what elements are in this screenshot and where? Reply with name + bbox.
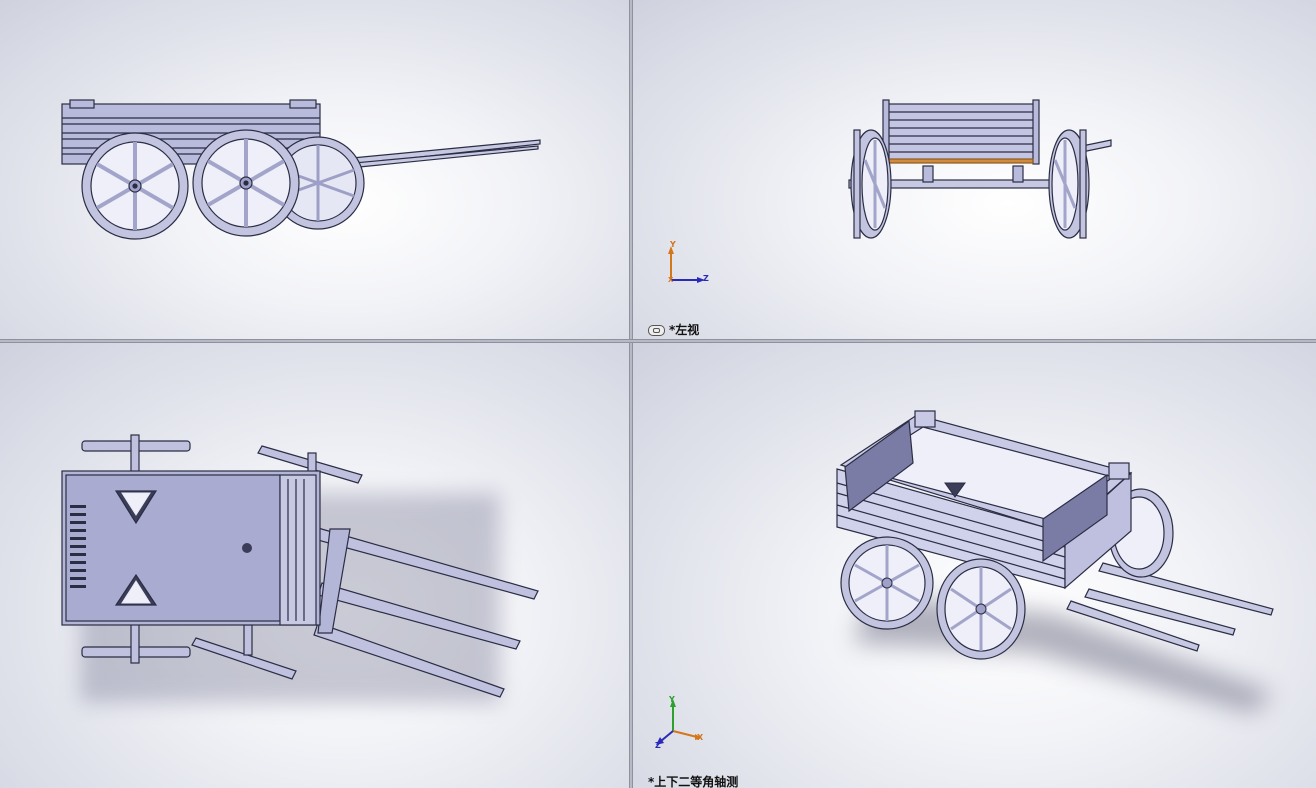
axis-x-label: X [697,733,704,742]
viewport-divider-horizontal[interactable] [0,339,1316,343]
view-label-text: *左视 [669,323,700,337]
view-name-iso[interactable]: *上下二等角轴测 [648,775,739,788]
cart-isometric-view [836,410,1274,713]
viewport-front[interactable] [0,0,629,339]
axis-z-label: Z [703,274,709,283]
axis-y-label: Y [669,695,675,704]
view-name-left[interactable]: *左视 [648,321,699,338]
axis-x-label: X [668,276,674,284]
cart-front-view [61,99,541,240]
viewport-divider-vertical[interactable] [629,0,633,788]
viewport-isometric[interactable]: Y Z X *上下二等角轴测 [633,343,1316,788]
cart-top-view [61,434,539,703]
viewport-left[interactable]: Y Z X *左视 [633,0,1316,339]
axis-triad-iso [656,699,702,745]
axis-z-label: Z [655,741,661,750]
cart-left-view [848,99,1112,239]
viewport-top[interactable] [0,343,629,788]
link-icon [648,325,665,336]
axis-y-label: Y [670,240,676,249]
axis-triad-left [668,246,705,283]
